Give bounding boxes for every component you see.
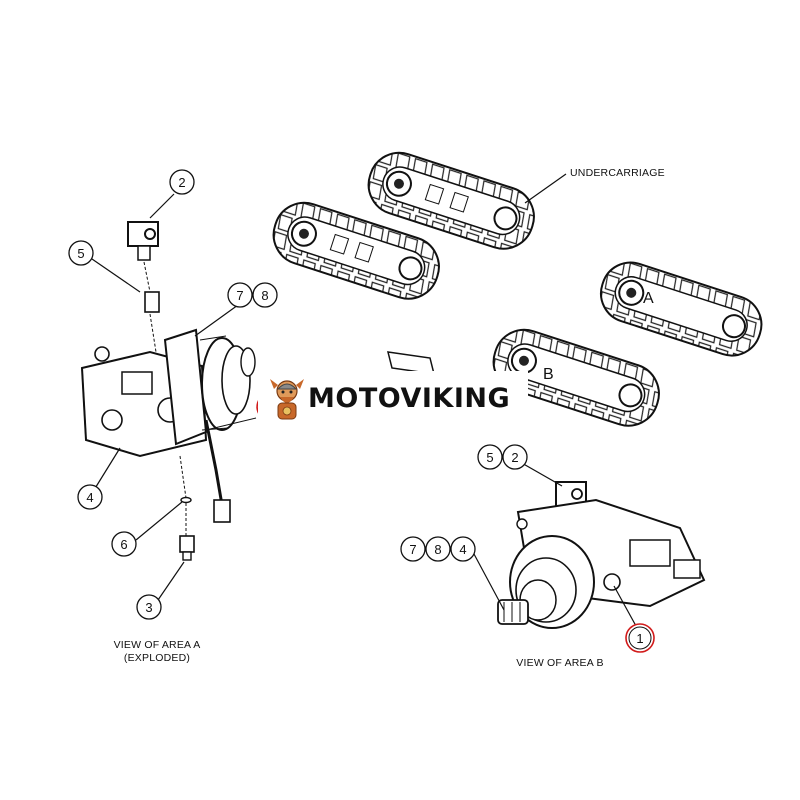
callout-number: 2 — [178, 175, 185, 190]
callout-6-a: 6 — [111, 531, 137, 557]
callout-number: 6 — [120, 537, 127, 552]
watermark-text: MOTOVIKING — [308, 383, 511, 414]
callout-number: 8 — [434, 542, 441, 557]
watermark: MOTOVIKING — [258, 371, 528, 429]
undercarriage-label: UNDERCARRIAGE — [570, 167, 665, 179]
leader-lines — [91, 193, 637, 627]
track-assembly-right-b — [492, 328, 660, 427]
callout-7-a: 7 — [227, 282, 253, 308]
callout-number: 1 — [636, 631, 643, 646]
track-assembly-top — [367, 151, 535, 250]
travel-motor-exploded — [80, 221, 257, 561]
callout-4-b: 4 — [450, 536, 476, 562]
callout-2-b: 2 — [502, 444, 528, 470]
callout-number: 5 — [486, 450, 493, 465]
callout-number: 7 — [409, 542, 416, 557]
view-a-caption: VIEW OF AREA A (EXPLODED) — [92, 639, 222, 665]
callout-number: 4 — [86, 490, 93, 505]
track-assembly-left — [272, 201, 440, 300]
callout-7-b: 7 — [400, 536, 426, 562]
callout-number: 7 — [236, 288, 243, 303]
callout-8-b: 8 — [425, 536, 451, 562]
callout-number: 5 — [77, 246, 84, 261]
callout-2-top: 2 — [169, 169, 195, 195]
view-a-caption-line1: VIEW OF AREA A — [113, 639, 201, 651]
callout-number: 8 — [261, 288, 268, 303]
undercarriage-leader — [524, 173, 567, 204]
travel-motor-installed — [497, 481, 706, 629]
callout-3-a: 3 — [136, 594, 162, 620]
callout-5-b: 5 — [477, 444, 503, 470]
callout-8-a: 8 — [252, 282, 278, 308]
viking-mascot-icon — [270, 379, 304, 420]
view-b-caption: VIEW OF AREA B — [516, 657, 604, 669]
callout-number: 4 — [459, 542, 466, 557]
area-a-marker: A — [643, 290, 654, 307]
callout-4-a: 4 — [77, 484, 103, 510]
track-assembly-right-a — [600, 261, 763, 357]
callout-number: 2 — [511, 450, 518, 465]
view-a-caption-line2: (EXPLODED) — [123, 652, 191, 664]
callout-1-b: 1 — [625, 623, 655, 653]
callout-number: 3 — [145, 600, 152, 615]
area-b-marker: B — [543, 366, 554, 383]
callout-5-left: 5 — [68, 240, 94, 266]
